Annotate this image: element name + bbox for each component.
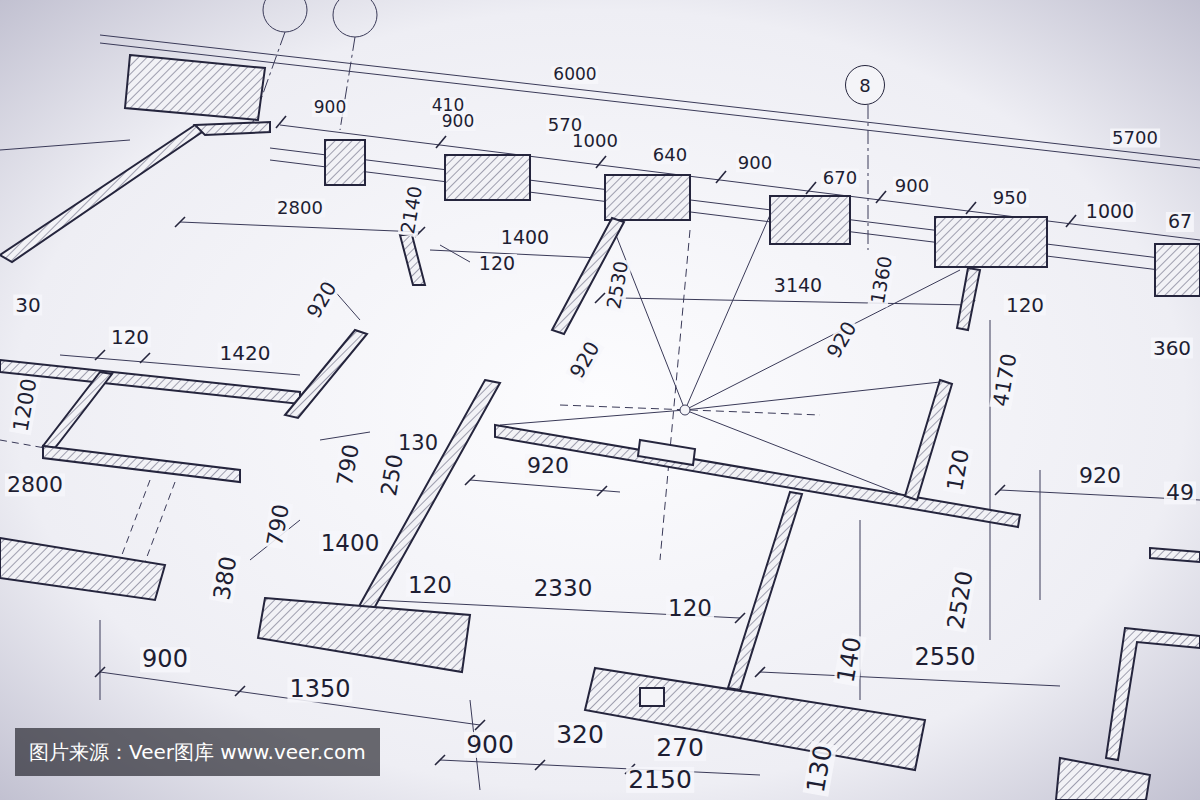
dimension: 250 <box>377 450 408 499</box>
dimension: 920 <box>565 336 604 383</box>
dimension: 2140 <box>398 182 427 237</box>
dimension: 670 <box>821 169 859 188</box>
dimension: 2550 <box>912 645 977 670</box>
dimension: 140 <box>833 633 866 686</box>
dimension: 67 <box>1166 212 1194 232</box>
dimension: 1350 <box>287 677 352 702</box>
dimension: 640 <box>651 146 689 165</box>
dimension: 1400 <box>319 531 382 555</box>
dimension: 920 <box>525 454 571 477</box>
dimension: 5700 <box>1110 129 1160 148</box>
grid-lines <box>250 0 868 250</box>
dimension: 900 <box>440 113 476 131</box>
dimension: 380 <box>209 552 241 603</box>
dimension: 120 <box>406 573 454 597</box>
dimension-lines <box>0 35 1200 790</box>
dimension: 900 <box>464 732 516 758</box>
dimension: 2330 <box>532 576 595 600</box>
dimension: 2800 <box>5 473 65 496</box>
dimension: 3140 <box>772 276 824 296</box>
dimension: 120 <box>477 254 517 274</box>
dimension: 920 <box>302 276 341 323</box>
dimension: 320 <box>554 722 606 748</box>
walls <box>0 55 1200 800</box>
dimension: 130 <box>396 432 440 454</box>
watermark: 图片来源：Veer图库 www.veer.com <box>15 728 380 776</box>
dimension: 4170 <box>989 350 1021 410</box>
dimension: 900 <box>736 154 774 173</box>
dimension: 120 <box>1004 295 1046 316</box>
dimension: 1000 <box>570 132 620 151</box>
dimension: 900 <box>893 177 931 196</box>
dimension: 49 <box>1164 481 1196 504</box>
dimension: 2150 <box>626 767 694 793</box>
ceiling-light-lines <box>500 215 960 560</box>
dimension: 30 <box>13 295 42 316</box>
dimension-ticks <box>95 116 1076 774</box>
dimension: 1200 <box>9 375 41 435</box>
dimension: 120 <box>943 445 974 494</box>
dimension: 950 <box>991 189 1029 208</box>
dimension: 6000 <box>551 66 598 84</box>
dimension: 1000 <box>1084 202 1136 222</box>
dimension: 920 <box>1077 464 1123 487</box>
dimension: 2520 <box>943 567 978 633</box>
dimension: 900 <box>312 99 348 117</box>
grid-bubble: 8 <box>845 65 885 105</box>
dimension: 1400 <box>499 228 551 248</box>
dimension: 2800 <box>275 199 325 218</box>
grid-axis-number: 8 <box>859 75 870 96</box>
dimension: 790 <box>263 500 294 549</box>
dimension: 2530 <box>604 257 633 312</box>
dimension: 130 <box>803 742 838 797</box>
dimension: 270 <box>654 735 706 761</box>
dimension: 1360 <box>868 252 897 307</box>
dimension: 790 <box>333 440 364 489</box>
dimension: 120 <box>109 327 151 348</box>
dimension: 1420 <box>218 343 273 364</box>
wall-openings <box>638 440 695 706</box>
dimension: 360 <box>1151 338 1193 359</box>
dimension: 900 <box>140 647 190 672</box>
dimension: 120 <box>666 596 714 620</box>
dimension: 920 <box>822 316 861 363</box>
